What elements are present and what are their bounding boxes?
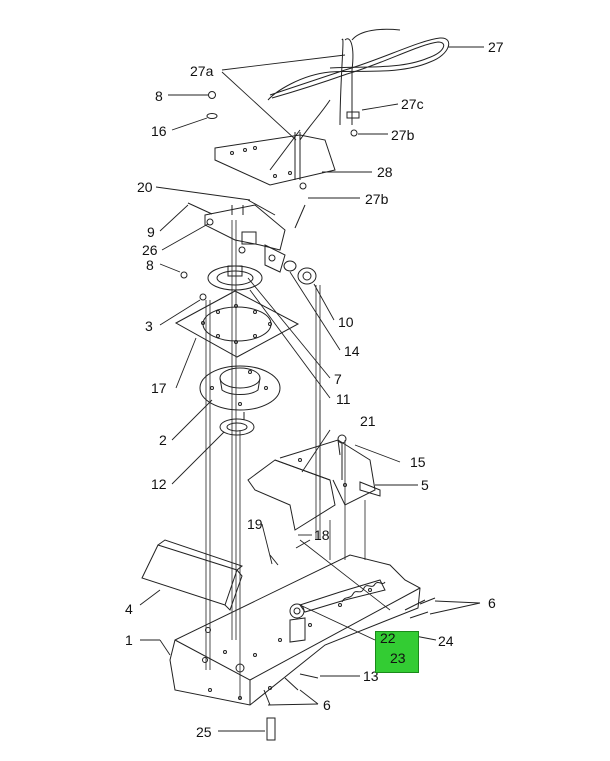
- callout-26: 26: [142, 242, 158, 258]
- callout-25: 25: [196, 724, 212, 740]
- callout-14: 14: [344, 343, 360, 359]
- callout-27b-top: 27b: [391, 127, 415, 143]
- highlighted-part-box[interactable]: [375, 631, 419, 673]
- callout-6-bottom: 6: [323, 697, 331, 713]
- callout-9: 9: [147, 224, 155, 240]
- callout-7: 7: [334, 371, 342, 387]
- clamp-ring: [207, 265, 263, 291]
- callout-27b-mid: 27b: [365, 191, 389, 207]
- callout-13: 13: [363, 668, 379, 684]
- gasket-plate: [174, 290, 300, 358]
- cable-assembly: [267, 28, 450, 141]
- side-cover: [141, 539, 244, 611]
- callout-19: 19: [247, 516, 263, 532]
- callout-4: 4: [125, 601, 133, 617]
- callout-21: 21: [360, 413, 376, 429]
- callout-17: 17: [151, 380, 167, 396]
- callout-22: 22: [380, 630, 396, 646]
- guide-rods: [205, 220, 391, 700]
- leader-lines: [139, 46, 484, 732]
- callout-23: 23: [390, 650, 406, 666]
- callout-27c: 27c: [401, 96, 424, 112]
- callout-24: 24: [438, 633, 454, 649]
- callout-18: 18: [314, 527, 330, 543]
- callout-15: 15: [410, 454, 426, 470]
- washer-and-nut-top: [206, 91, 218, 119]
- callout-11: 11: [336, 391, 351, 407]
- callout-5: 5: [421, 477, 429, 493]
- cover-assembly: [247, 434, 381, 531]
- callout-27a: 27a: [190, 63, 214, 79]
- top-plate: [214, 129, 336, 190]
- callout-3: 3: [145, 318, 153, 334]
- mounting-bracket: [187, 199, 306, 273]
- callout-2: 2: [159, 432, 167, 448]
- callout-8-mid: 8: [146, 257, 154, 273]
- lever-spring: [289, 579, 386, 643]
- bushing-parts: [283, 260, 317, 285]
- retainer-ring: [219, 412, 255, 436]
- diaphragm: [199, 365, 281, 411]
- small-nuts: [180, 271, 207, 301]
- base-plate: [169, 554, 421, 706]
- callout-8-top: 8: [155, 88, 163, 104]
- callout-16: 16: [151, 123, 167, 139]
- callout-27: 27: [488, 39, 504, 55]
- callout-28: 28: [377, 164, 393, 180]
- callout-20: 20: [137, 179, 153, 195]
- callout-12: 12: [151, 476, 167, 492]
- callout-10: 10: [338, 314, 354, 330]
- bolts: [263, 539, 436, 741]
- callout-1: 1: [125, 632, 133, 648]
- callout-6-right: 6: [488, 595, 496, 611]
